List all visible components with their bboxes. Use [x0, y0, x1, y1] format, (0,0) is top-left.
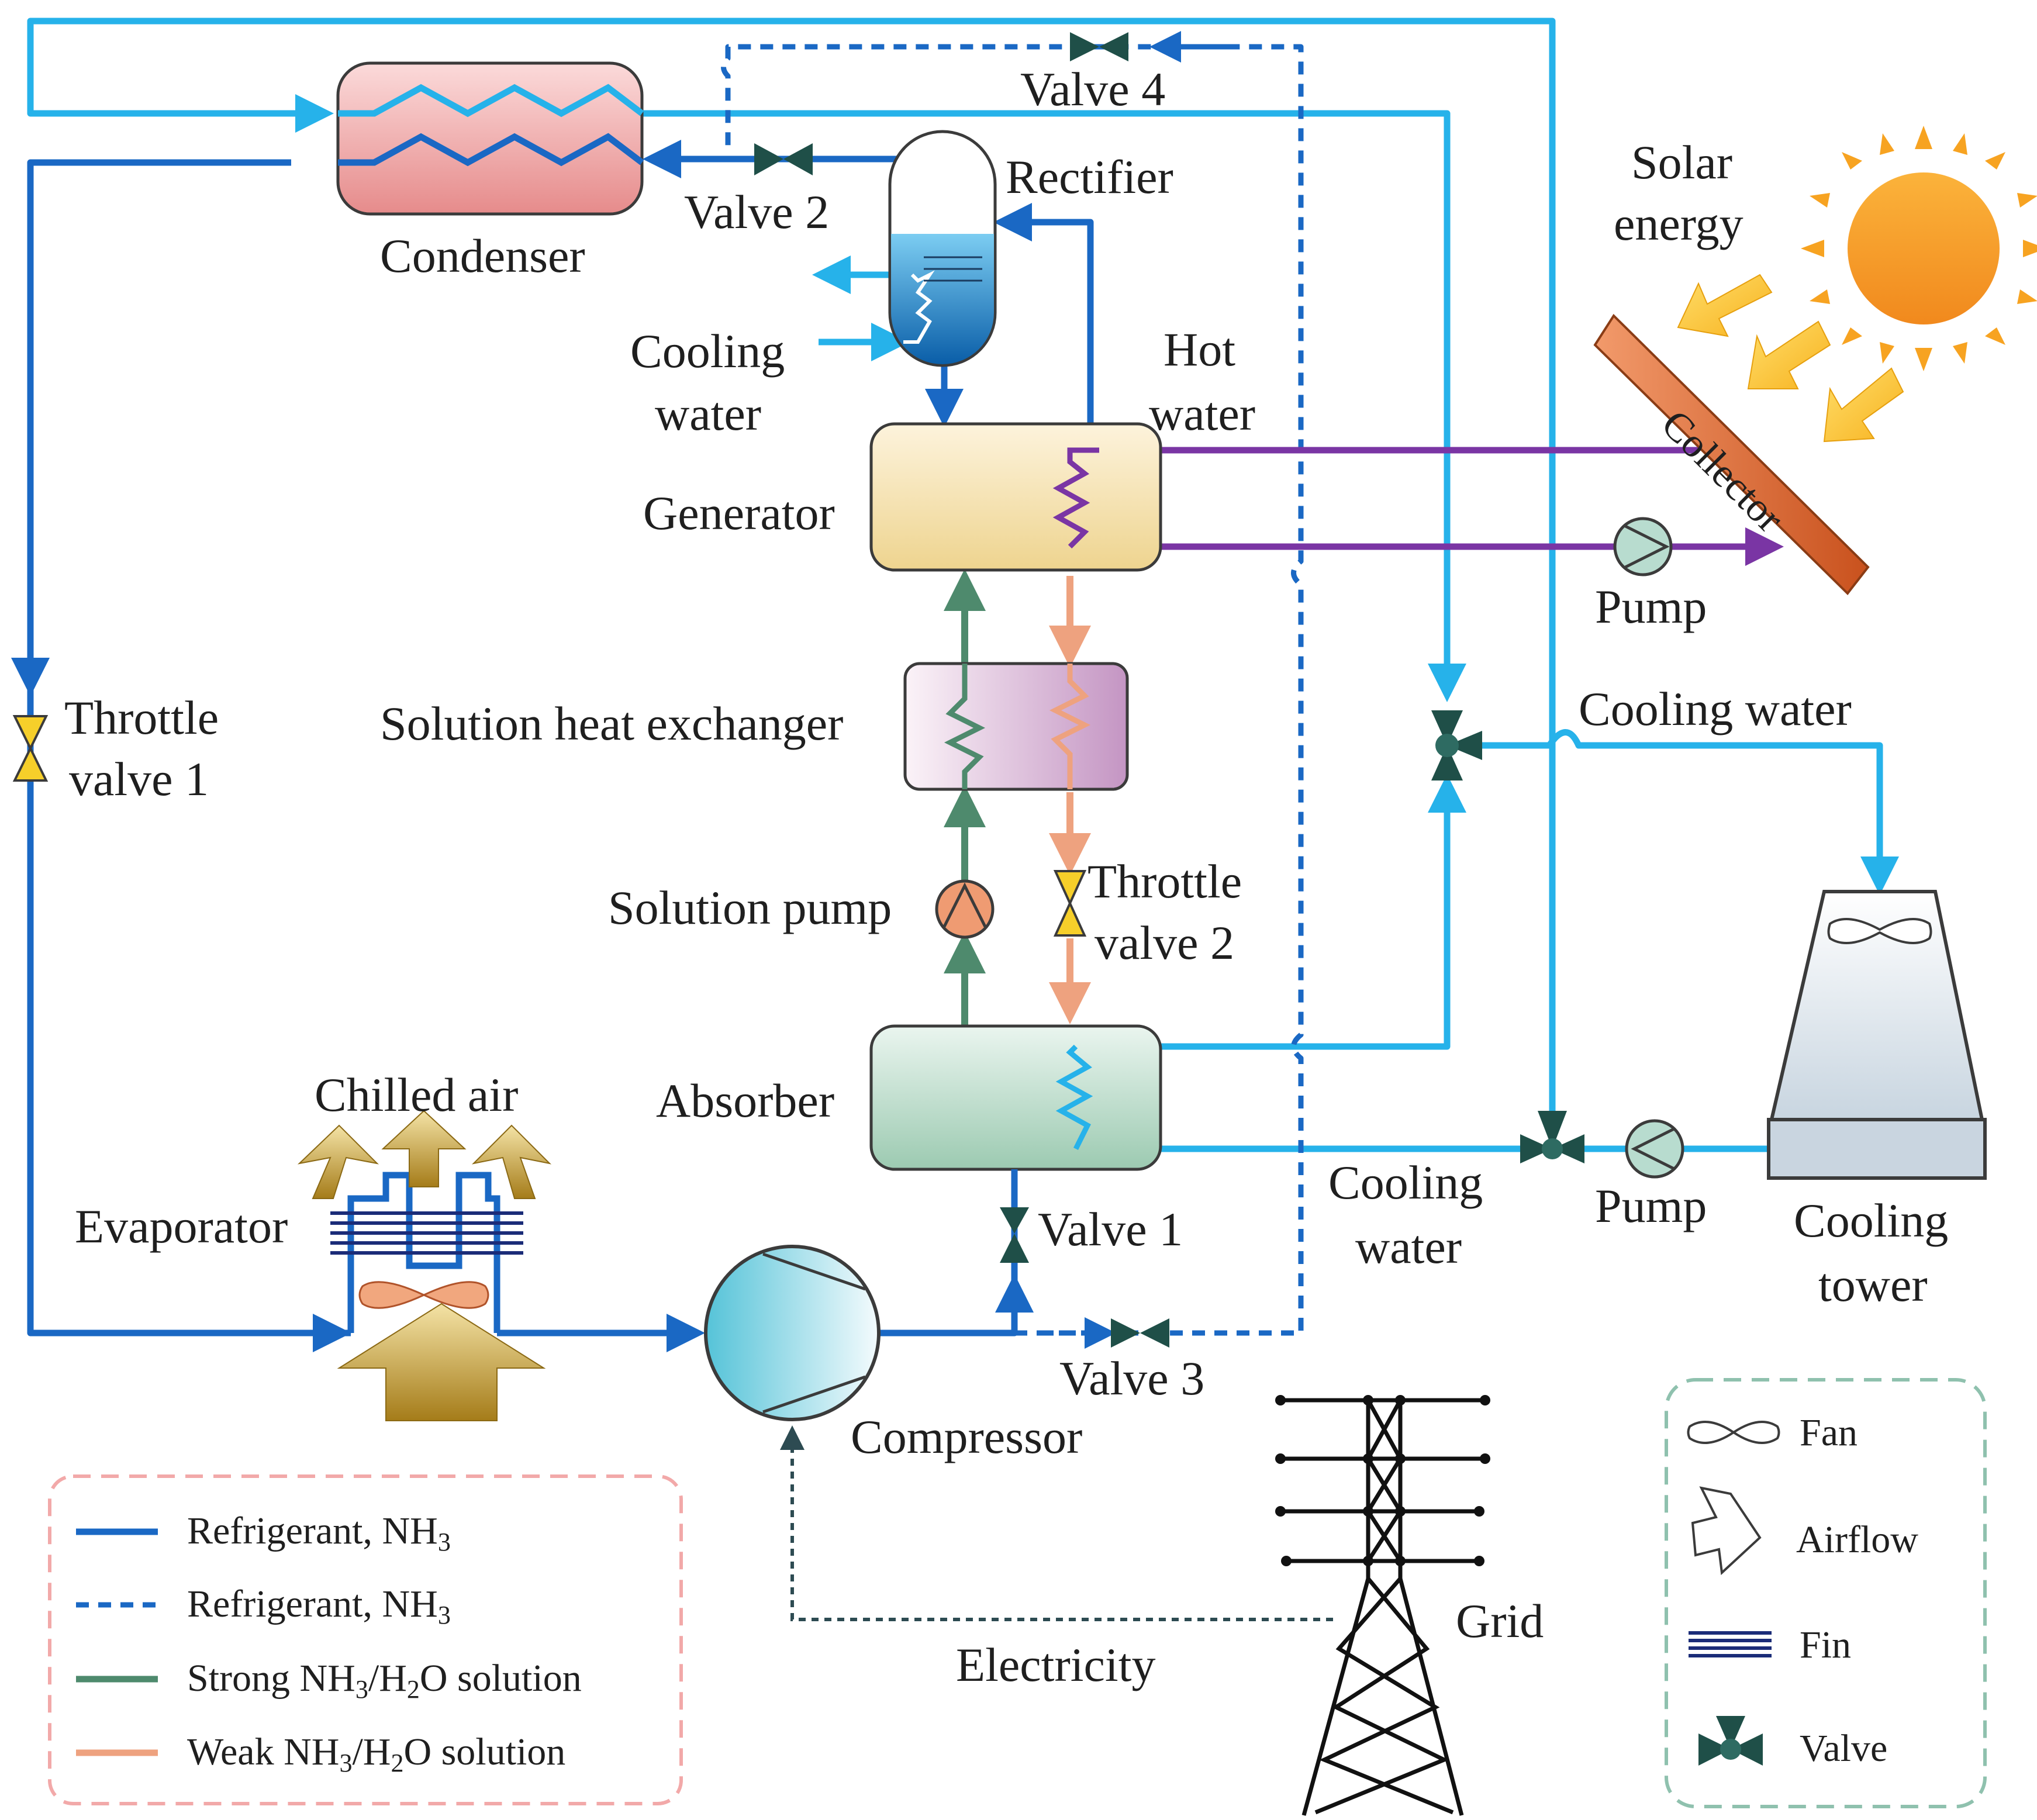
rectifier-coil: [903, 270, 935, 344]
valve-3[interactable]: [1111, 1318, 1169, 1348]
condenser-vessel: [336, 61, 644, 216]
label-evaporator: Evaporator: [75, 1200, 288, 1253]
label-pump-bottom: Pump: [1595, 1179, 1707, 1232]
label-solar-1: Solar: [1631, 136, 1732, 189]
label-solution-pump: Solution pump: [608, 881, 892, 934]
refrigerant-pipe-left-loop: [27, 159, 351, 1336]
cooling-tower-fan-icon: [1827, 918, 1932, 944]
label-valve-2: Valve 2: [684, 185, 829, 239]
cooling-water-pipe-top-loop: [27, 18, 1556, 1128]
power-grid-tower-icon: [1275, 1395, 1490, 1816]
hot-water-pump[interactable]: [1613, 517, 1673, 576]
label-throttle-valve-1-line1: Throttle: [64, 691, 219, 744]
label-cooling-tower-2: tower: [1818, 1258, 1928, 1311]
cooling-tower: [1767, 890, 1987, 1180]
valve-1[interactable]: [1000, 1207, 1029, 1263]
evaporator-fan-icon: [358, 1281, 489, 1309]
valve-2[interactable]: [754, 143, 813, 175]
condenser-coil-refrigerant: [338, 133, 644, 167]
legend-airflow-label: Airflow: [1796, 1518, 1918, 1561]
absorber-vessel: [869, 1024, 1162, 1171]
compressor[interactable]: [704, 1245, 881, 1421]
refrigerant-dashed-bypass: [721, 44, 1304, 1336]
three-way-valve[interactable]: [1431, 710, 1482, 781]
label-cooling-water-right: Cooling water: [1579, 682, 1852, 735]
solar-collector: [1593, 313, 1870, 596]
legend-valve-icon: [1698, 1716, 1763, 1766]
refrigerant-pipe-compressor-out: [877, 1169, 1018, 1336]
legend-fin-label: Fin: [1800, 1624, 1851, 1666]
chilled-air-arrows-icon: [297, 1110, 552, 1199]
label-generator: Generator: [643, 486, 835, 540]
throttle-valve-1[interactable]: [12, 715, 49, 782]
generator-coil: [1052, 447, 1099, 549]
label-cooling-water-absorber-2: water: [1355, 1220, 1462, 1273]
rectifier-liquid: [891, 234, 994, 364]
shx-coil-strong: [944, 664, 986, 789]
airflow-in-arrow-icon: [337, 1303, 546, 1421]
label-compressor: Compressor: [851, 1410, 1082, 1463]
label-valve-4: Valve 4: [1020, 63, 1165, 116]
legend-line-types: Refrigerant, NH3 Refrigerant, NH3 Strong…: [48, 1474, 683, 1805]
absorber-coil: [1055, 1044, 1093, 1151]
label-pump-top: Pump: [1595, 580, 1707, 633]
throttle-valve-2[interactable]: [1053, 870, 1087, 937]
legend-fin-icon: [1689, 1631, 1772, 1657]
legend-valve-label: Valve: [1800, 1727, 1887, 1770]
label-cooling-water-rectifier-1: Cooling: [630, 324, 785, 378]
solar-rays-icon: [1677, 274, 1904, 443]
label-solar-2: energy: [1614, 197, 1743, 250]
refrigerant-pipe-generator-to-rectifier: [1026, 219, 1094, 424]
solution-heat-exchanger: [903, 662, 1129, 791]
label-valve-1: Valve 1: [1038, 1203, 1183, 1256]
legend-fan-label: Fan: [1800, 1411, 1858, 1454]
label-cooling-tower-1: Cooling: [1794, 1194, 1948, 1247]
electricity-line: [780, 1425, 1333, 1621]
cooling-water-pipe-absorber-out: [1076, 778, 1451, 1050]
label-throttle-valve-2-line2: valve 2: [1095, 916, 1234, 969]
legend-refrigerant-dashed: Refrigerant, NH3: [187, 1583, 451, 1629]
generator-vessel: [869, 422, 1162, 572]
cooling-water-pump[interactable]: [1625, 1119, 1684, 1179]
shx-coil-weak: [1049, 664, 1091, 789]
solution-pump[interactable]: [935, 879, 995, 939]
label-grid: Grid: [1456, 1594, 1544, 1648]
valve-cooling-water-return[interactable]: [1520, 1111, 1584, 1163]
label-hot-water-1: Hot: [1163, 323, 1235, 376]
sun-icon: [1801, 126, 2037, 371]
cooling-water-pipe-condenser-out: [640, 110, 1451, 693]
label-solution-heat-exchanger: Solution heat exchanger: [380, 697, 843, 750]
label-cooling-water-absorber-1: Cooling: [1328, 1156, 1483, 1209]
label-valve-3: Valve 3: [1059, 1352, 1204, 1405]
label-throttle-valve-2-line1: Throttle: [1087, 855, 1242, 908]
evaporator-fins: [330, 1211, 523, 1255]
label-throttle-valve-1-line2: valve 1: [69, 752, 209, 806]
label-rectifier: Rectifier: [1006, 150, 1173, 203]
legend-airflow-icon: [1691, 1486, 1762, 1576]
label-electricity: Electricity: [956, 1638, 1156, 1691]
evaporator: [330, 1172, 523, 1333]
legend-weak-solution: Weak NH3/H2O solution: [187, 1731, 565, 1777]
label-condenser: Condenser: [380, 229, 585, 282]
legend-symbols: Fan Airflow Fin Valve: [1665, 1378, 1987, 1808]
legend-strong-solution: Strong NH3/H2O solution: [187, 1657, 582, 1704]
label-absorber: Absorber: [656, 1074, 834, 1127]
legend-refrigerant-solid: Refrigerant, NH3: [187, 1510, 451, 1556]
valve-4[interactable]: [1070, 32, 1128, 61]
label-chilled-air: Chilled air: [315, 1068, 518, 1121]
label-cooling-water-rectifier-2: water: [655, 387, 761, 440]
label-hot-water-2: water: [1149, 387, 1255, 440]
condenser-coil-cooling-water: [338, 84, 644, 118]
cooling-water-pipe-to-tower: [1482, 729, 1883, 854]
legend-fan-icon: [1687, 1421, 1780, 1444]
